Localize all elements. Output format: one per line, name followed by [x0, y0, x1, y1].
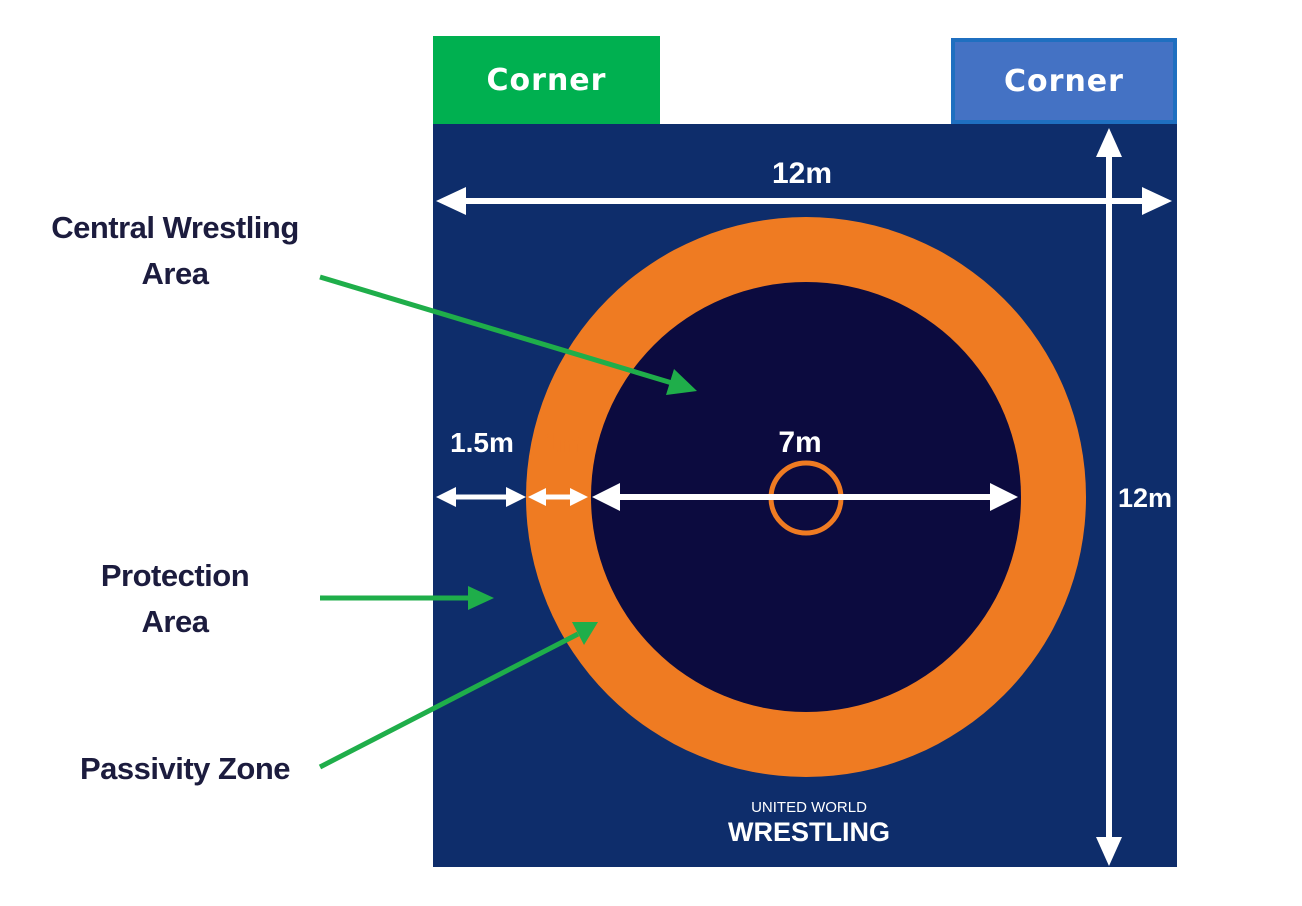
central-width-arrow	[592, 483, 1018, 511]
central-width-label: 7m	[778, 426, 821, 459]
protection-width-arrow	[436, 487, 526, 507]
height-label: 12m	[1118, 483, 1172, 513]
logo-line2: WRESTLING	[728, 817, 890, 847]
protection-pointer-arrow	[320, 586, 494, 610]
height-arrow	[1096, 128, 1122, 866]
protection-width-label: 1.5m	[450, 427, 514, 458]
central-pointer-arrow	[319, 274, 697, 395]
passivity-pointer-arrow	[318, 622, 598, 770]
passivity-width-arrow	[528, 488, 588, 506]
width-arrow	[436, 187, 1172, 215]
corner-left: Corner	[433, 36, 660, 124]
passivity-zone-label: Passivity Zone	[79, 751, 291, 786]
corner-right: Corner	[951, 38, 1177, 124]
passivity-width-label: 1m	[543, 427, 583, 458]
logo-line1: UNITED WORLD	[751, 799, 867, 816]
width-label: 12m	[772, 157, 832, 190]
